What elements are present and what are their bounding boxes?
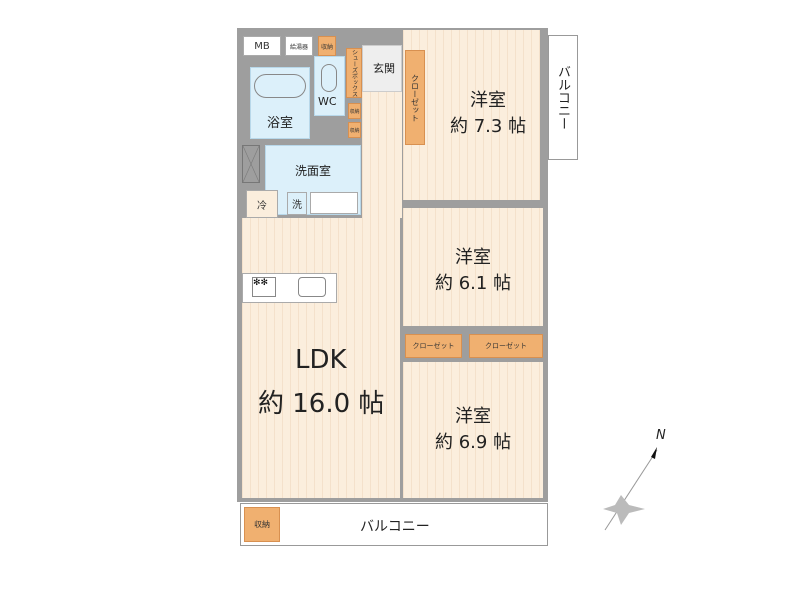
washroom-label: 洗面室 [295,164,332,178]
western-room-1-name: 洋室 [470,90,506,111]
western-room-2 [403,208,543,326]
closet-3: クローゼット [469,334,543,358]
western-room-1-size: 約 7.3 帖 [450,116,527,137]
western-room-3-size: 約 6.9 帖 [435,432,512,453]
western-room-1 [403,30,540,200]
compass-north-label: N [656,428,666,443]
balcony-bottom [240,503,548,546]
entrance-label: 玄関 [373,62,395,75]
wc-label: WC [318,95,337,108]
balcony-right [548,35,578,160]
storage-hall-1: 収納 [348,103,361,119]
toilet-icon [321,64,337,92]
fridge-space: 冷 [246,190,278,218]
compass-icon [603,447,658,531]
western-room-3-name: 洋室 [455,406,491,427]
ldk [242,218,400,498]
bathroom-label: 浴室 [267,116,294,131]
storage-top: 収納 [318,36,336,56]
hallway [362,92,402,218]
western-room-3 [403,362,543,498]
wash-basin-icon [310,192,358,214]
shoe-box: シューズボックス [346,48,362,98]
entrance [362,45,402,92]
western-room-2-size: 約 6.1 帖 [435,273,512,294]
window-cross-icon [242,145,260,183]
balcony-storage: 収納 [244,507,280,542]
mb-box: MB [243,36,281,56]
water-heater: 給湯器 [285,36,313,56]
western-room-2-name: 洋室 [455,247,491,268]
ldk-name: LDK [295,345,347,375]
closet-2: クローゼット [405,334,462,358]
ldk-size: 約 16.0 帖 [258,389,385,419]
balcony-bottom-label: バルコニー [360,519,430,535]
stove-icon: ✻✻ [252,277,276,297]
sink-icon [298,277,326,297]
closet-1: クローゼット [405,50,425,145]
balcony-right-label: バルコニー [555,65,570,130]
washer-space: 洗 [287,192,307,215]
bathtub-icon [254,74,306,98]
kitchen-counter [242,273,337,303]
storage-hall-2: 収納 [348,122,361,138]
